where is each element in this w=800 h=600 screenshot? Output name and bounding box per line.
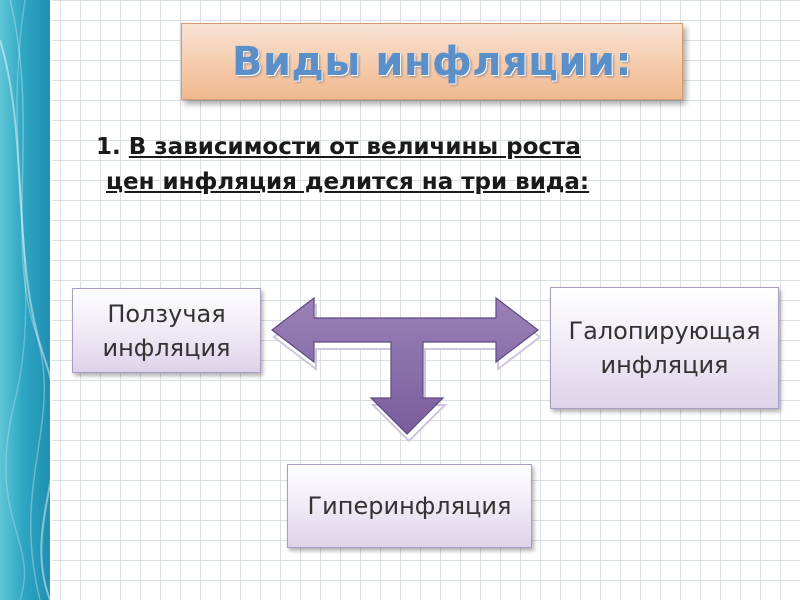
side-band-edge [50, 0, 52, 600]
title-box: Виды инфляции: [181, 23, 683, 100]
subtitle-text: 1. В зависимости от величины роста цен и… [96, 130, 776, 200]
page-title: Виды инфляции: [232, 38, 632, 85]
galloping-inflation-box: Галопирующая инфляция [550, 287, 779, 409]
decorative-side-band [0, 0, 50, 600]
hyperinflation-label: Гиперинфляция [307, 492, 512, 520]
subtitle-line-1: В зависимости от величины роста [128, 134, 581, 160]
wave-lines-decoration [0, 0, 50, 600]
arrow-shape [271, 296, 539, 435]
creeping-inflation-label: Ползучая инфляция [102, 299, 231, 362]
creeping-inflation-box: Ползучая инфляция [72, 288, 261, 373]
subtitle-number: 1. [96, 134, 121, 160]
hyperinflation-box: Гиперинфляция [287, 464, 532, 548]
galloping-inflation-label: Галопирующая инфляция [568, 317, 761, 379]
three-way-arrow-icon [271, 296, 540, 442]
subtitle-line-2: цен инфляция делится на три вида: [106, 169, 590, 195]
